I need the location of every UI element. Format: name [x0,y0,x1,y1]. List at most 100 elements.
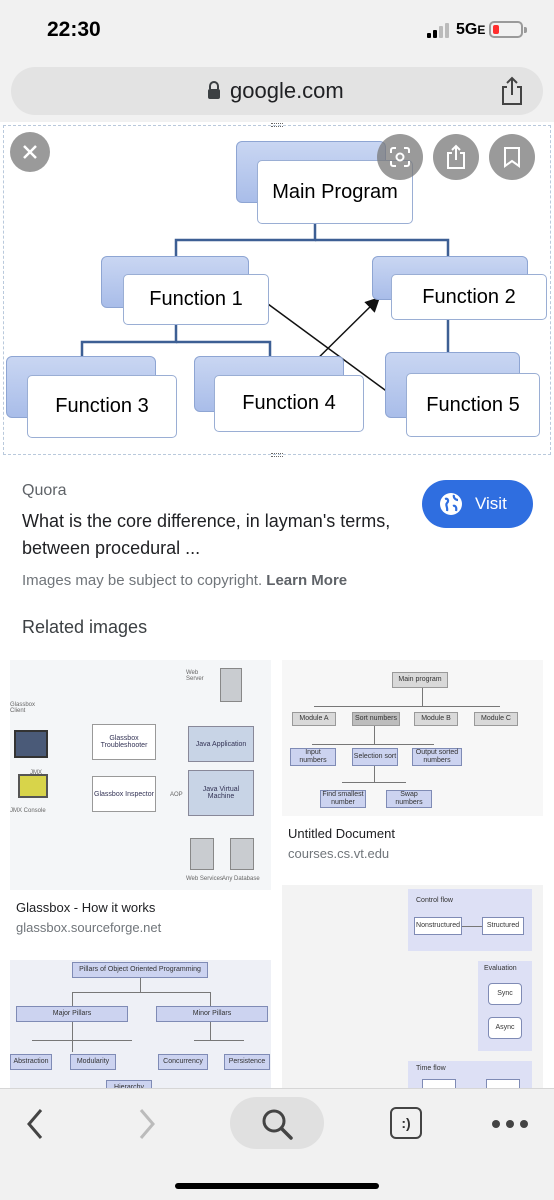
node-function-5: Function 5 [406,373,540,437]
flow-async: Async [488,1017,522,1039]
node-function-2: Function 2 [391,274,547,320]
flow-box [486,1079,520,1088]
server-label: Web Server [186,670,204,682]
vt-thumbnail: Main program Module A Sort numbers Modul… [282,660,543,816]
jmx-label: JMX [30,770,42,776]
inspector-box: Glassbox Inspector [92,776,156,812]
related-card-vt[interactable]: Main program Module A Sort numbers Modul… [282,660,543,870]
address-bar[interactable]: google.com [11,67,543,115]
close-button[interactable] [10,132,50,172]
flow-sync: Sync [488,983,522,1005]
client-label: Glassbox Client [10,702,36,714]
aop-label: AOP [170,792,183,798]
monitor-icon [14,730,48,758]
image-border [3,125,551,455]
vt-module-c: Module C [474,712,518,726]
oop-persistence: Persistence [224,1054,270,1070]
vt-main-box: Main program [392,672,448,688]
oop-concurrency: Concurrency [158,1054,208,1070]
java-app-box: Java Application [188,726,254,762]
time-flow-label: Time flow [416,1065,446,1072]
web-services-label: Web Services [186,876,223,882]
console-icon [18,774,48,798]
card-domain: glassbox.sourceforge.net [16,920,162,935]
evaluation-panel: Evaluation Sync Async [478,961,532,1051]
chevron-left-icon [27,1109,43,1139]
forward-button[interactable] [132,1099,162,1149]
visit-button[interactable]: Visit [422,480,533,528]
card-domain: courses.cs.vt.edu [288,846,390,861]
resize-handle [271,123,283,127]
oop-major: Major Pillars [16,1006,128,1022]
related-card-flow[interactable]: Control flow Nonstructured Structured Ev… [282,885,543,1088]
server-icon [230,838,254,870]
related-images-heading: Related images [22,617,148,637]
learn-more-link[interactable]: Learn More [266,572,348,589]
flow-thumbnail: Control flow Nonstructured Structured Ev… [282,885,543,1088]
close-icon [23,145,37,159]
oop-modularity: Modularity [70,1054,116,1070]
oop-minor: Minor Pillars [156,1006,268,1022]
vt-swap: Swap numbers [386,790,432,808]
flow-structured: Structured [482,917,524,935]
home-indicator [175,1183,379,1189]
time-flow-panel: Time flow [408,1061,532,1088]
evaluation-label: Evaluation [484,965,517,972]
search-icon [262,1109,293,1140]
flow-nonstructured: Nonstructured [414,917,462,935]
node-function-4: Function 4 [214,375,364,432]
search-button[interactable] [230,1097,324,1149]
share-image-button[interactable] [433,134,479,180]
network-indicator: 5GE [456,21,486,38]
card-title: Glassbox - How it works [16,900,156,915]
node-function-3: Function 3 [27,375,177,438]
more-button[interactable] [490,1099,530,1149]
result-description[interactable]: What is the core difference, in layman's… [22,511,391,558]
jvm-box: Java Virtual Machine [188,770,254,816]
card-title: Untitled Document [288,826,395,841]
function-diagram: Main Program Function 1 Function 2 Funct… [0,122,554,458]
troubleshooter-box: Glassbox Troubleshooter [92,724,156,760]
related-card-glassbox[interactable]: Glassbox Client JMX JMX Console Glassbox… [10,660,271,945]
image-preview[interactable]: Main Program Function 1 Function 2 Funct… [0,122,554,458]
more-icon [492,1120,528,1128]
back-button[interactable] [20,1099,50,1149]
tabs-button[interactable]: :) [390,1107,422,1139]
vt-module-b: Module B [414,712,458,726]
server-icon [190,838,214,870]
vt-sort: Sort numbers [352,712,400,726]
status-bar: 22:30 5GE [0,0,554,60]
save-image-button[interactable] [489,134,535,180]
oop-abstraction: Abstraction [10,1054,52,1070]
oop-thumbnail: Pillars of Object Oriented Programming M… [10,960,271,1088]
oop-title-box: Pillars of Object Oriented Programming [72,962,208,978]
share-icon[interactable] [499,76,525,106]
clock: 22:30 [47,18,101,41]
chevron-right-icon [139,1109,155,1139]
related-card-oop[interactable]: Pillars of Object Oriented Programming M… [10,960,271,1088]
vt-selection: Selection sort [352,748,398,766]
visit-label: Visit [475,494,507,513]
control-flow-panel: Control flow Nonstructured Structured [408,889,532,951]
tabs-icon: :) [401,1115,411,1131]
url-text: google.com [230,78,344,103]
lens-icon [390,147,410,167]
control-flow-label: Control flow [416,897,453,904]
glassbox-thumbnail: Glassbox Client JMX JMX Console Glassbox… [10,660,271,890]
bookmark-icon [504,147,520,168]
battery-icon [489,21,527,38]
flow-box [422,1079,456,1088]
lens-button[interactable] [377,134,423,180]
vt-module-a: Module A [292,712,336,726]
share-icon [447,144,465,169]
vt-find: Find smallest number [320,790,366,808]
lock-icon [208,81,220,99]
node-function-1: Function 1 [123,274,269,325]
any-db-label: Any Database [222,876,260,882]
vt-input: Input numbers [290,748,336,766]
diagram-connectors [80,224,450,406]
bottom-toolbar: :) [0,1088,554,1200]
oop-hierarchy: Hierarchy [106,1080,152,1088]
result-source: Quora [22,482,67,499]
signal-icon [427,22,453,38]
